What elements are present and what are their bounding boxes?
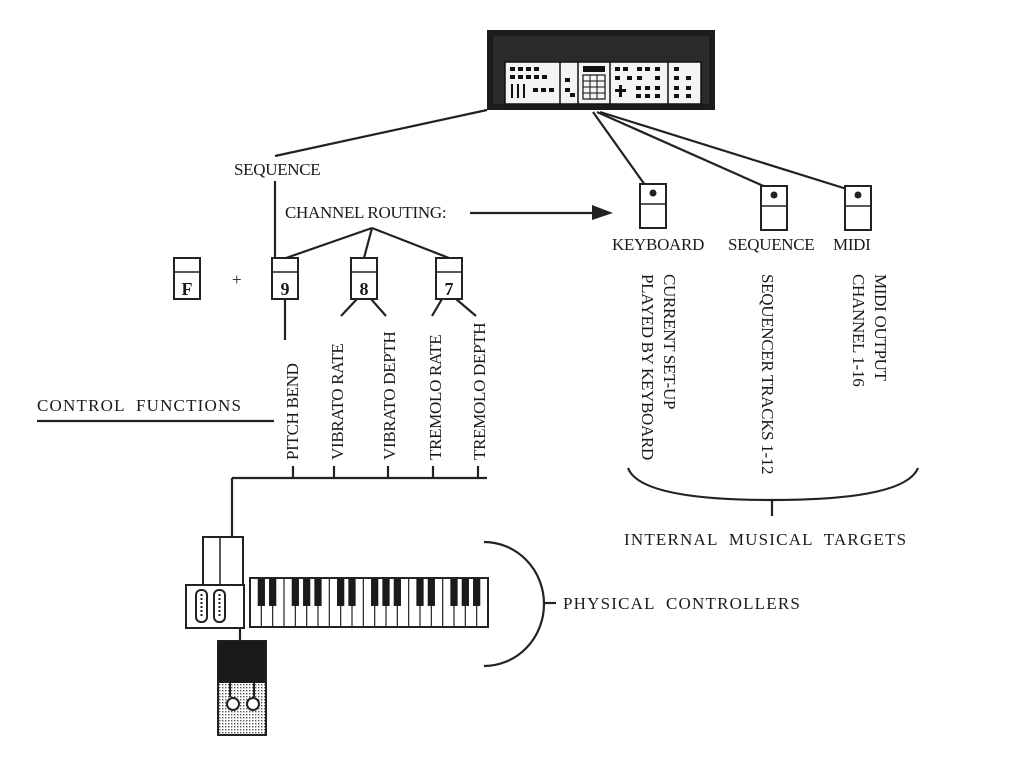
connector-line (340, 298, 358, 317)
target-keyboard-desc-line2: PLAYED BY KEYBOARD (638, 274, 657, 460)
black-key (427, 579, 435, 606)
target-midi-switch (844, 185, 872, 231)
control-function-tremolo-depth: TREMOLO DEPTH (470, 323, 489, 460)
connector-line (596, 110, 769, 190)
synth-front-panel-icon (487, 30, 715, 110)
black-key (416, 579, 424, 606)
routing-key-8: 8 (350, 257, 378, 300)
target-sequence-switch (760, 185, 788, 231)
function-key-f: F (173, 257, 201, 300)
black-key (450, 579, 458, 606)
routing-key-7: 7 (435, 257, 463, 300)
connector-line (285, 226, 373, 260)
target-keyboard-desc-line1: CURRENT SET-UP (660, 274, 679, 409)
black-key (269, 579, 277, 606)
channel-routing-label: CHANNEL ROUTING: (285, 203, 446, 222)
target-keyboard-switch (639, 183, 667, 229)
control-function-tremolo-rate: TREMOLO RATE (426, 335, 445, 460)
connector-line (362, 227, 374, 259)
routing-key-label: 7 (445, 279, 454, 299)
connector-line (455, 298, 477, 317)
control-function-vibrato-rate: VIBRATO RATE (328, 343, 347, 460)
target-keyboard-label: KEYBOARD (612, 235, 704, 254)
plus-sign: + (232, 270, 241, 289)
black-key (348, 579, 356, 606)
control-function-vibrato-depth: VIBRATO DEPTH (380, 331, 399, 460)
target-sequence-desc-line1: SEQUENCER TRACKS 1-12 (758, 274, 777, 474)
target-midi-label: MIDI (833, 235, 871, 254)
connector-line (431, 298, 443, 317)
target-sequence-label: SEQUENCE (728, 235, 814, 254)
routing-key-label: 9 (281, 279, 290, 299)
black-key (371, 579, 379, 606)
black-key (257, 579, 265, 606)
target-midi-desc-line2: CHANNEL 1-16 (849, 274, 868, 386)
black-key (473, 579, 481, 606)
connector-line (371, 226, 450, 260)
foot-pedal-icon (217, 640, 267, 736)
piano-keyboard-icon (249, 577, 489, 628)
sequence-label: SEQUENCE (234, 160, 320, 179)
control-function-pitch-bend: PITCH BEND (283, 363, 302, 460)
slide-switch-icon (770, 191, 778, 199)
routing-key-9: 9 (271, 257, 299, 300)
connector-line (274, 108, 488, 158)
black-key (337, 579, 345, 606)
black-key (461, 579, 469, 606)
physical-controllers-label: PHYSICAL CONTROLLERS (563, 594, 801, 613)
connector-line (370, 298, 387, 317)
connector-line (599, 110, 851, 192)
function-key-label: F (182, 279, 193, 299)
arrow-head-icon (592, 205, 613, 220)
internal-targets-label: INTERNAL MUSICAL TARGETS (624, 530, 907, 549)
connector-line (592, 111, 646, 186)
routing-key-label: 8 (360, 279, 369, 299)
black-key (393, 579, 401, 606)
black-key (291, 579, 299, 606)
black-key (314, 579, 322, 606)
black-key (382, 579, 390, 606)
slide-switch-icon (854, 191, 862, 199)
pitch-mod-wheels-icon (185, 536, 245, 629)
physical-controllers-bracket (483, 540, 546, 668)
slide-switch-icon (649, 189, 657, 197)
target-midi-desc-line1: MIDI OUTPUT (871, 274, 890, 382)
control-functions-heading: CONTROL FUNCTIONS (37, 396, 242, 415)
black-key (303, 579, 311, 606)
